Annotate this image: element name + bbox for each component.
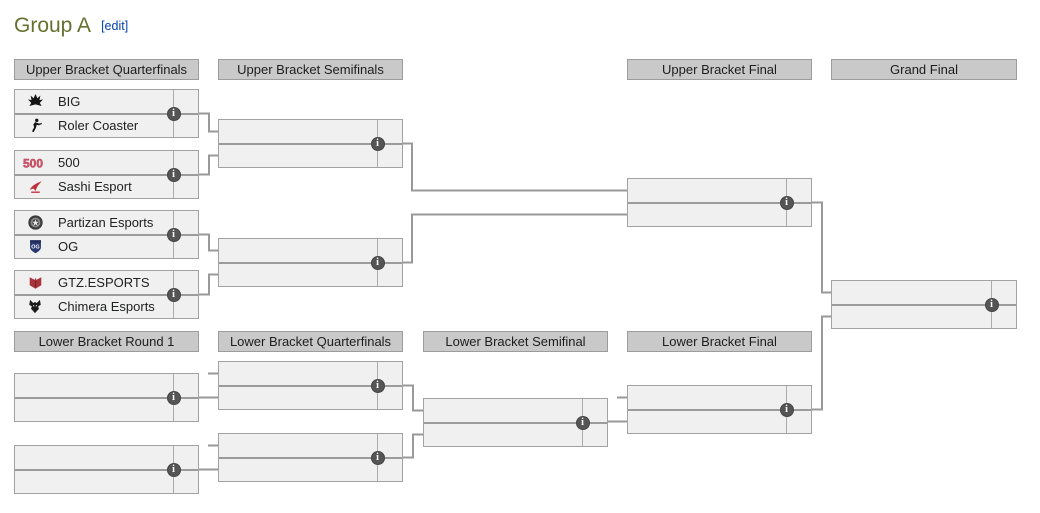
team-slot: 500 500: [15, 151, 175, 174]
team-name[interactable]: BIG: [58, 94, 81, 109]
match-ub-sf-2: [218, 238, 403, 287]
header-lower-bracket-semifinal: Lower Bracket Semifinal: [423, 331, 608, 352]
team-slot: Partizan Esports: [15, 211, 175, 234]
team-name[interactable]: Chimera Esports: [58, 299, 155, 314]
match-info-icon[interactable]: [166, 287, 181, 302]
match-divider: [15, 468, 198, 471]
match-ub-qf-4: GTZ.ESPORTS Chimera Esports: [14, 270, 199, 319]
match-divider: [628, 408, 811, 411]
match-info-icon[interactable]: [984, 297, 999, 312]
match-info-icon[interactable]: [166, 390, 181, 405]
match-info-icon[interactable]: [779, 402, 794, 417]
match-lb-semifinal: [423, 398, 608, 447]
match-info-icon[interactable]: [166, 227, 181, 242]
partizan-star-emblem-logo: [23, 214, 47, 232]
header-upper-bracket-semifinals: Upper Bracket Semifinals: [218, 59, 403, 80]
match-divider: [15, 112, 198, 115]
500-red-text-logo: 500: [23, 154, 47, 172]
match-ub-sf-1: [218, 119, 403, 168]
big-crown-logo: [23, 93, 47, 111]
match-divider: [15, 396, 198, 399]
match-divider: [15, 293, 198, 296]
svg-text:500: 500: [23, 156, 43, 170]
og-shield-logo: OG: [23, 238, 47, 256]
header-lower-bracket-quarterfinals: Lower Bracket Quarterfinals: [218, 331, 403, 352]
match-lb-r1-2: [14, 445, 199, 494]
match-lb-r1-1: [14, 373, 199, 422]
match-divider: [15, 173, 198, 176]
match-divider: [832, 303, 1016, 306]
team-name[interactable]: Sashi Esport: [58, 179, 132, 194]
header-grand-final: Grand Final: [831, 59, 1017, 80]
match-divider: [219, 456, 402, 459]
team-slot: OG OG: [15, 235, 175, 258]
match-info-icon[interactable]: [370, 136, 385, 151]
match-divider: [219, 261, 402, 264]
team-name[interactable]: 500: [58, 155, 80, 170]
match-ub-final: [627, 178, 812, 227]
match-lb-qf-2: [218, 433, 403, 482]
team-slot: Sashi Esport: [15, 175, 175, 198]
team-name[interactable]: Roler Coaster: [58, 118, 139, 133]
sashi-bird-logo: [23, 178, 47, 196]
match-ub-qf-2: 500 500 Sashi Esport: [14, 150, 199, 199]
match-divider: [219, 384, 402, 387]
match-info-icon[interactable]: [779, 195, 794, 210]
page-title: Group A [edit]: [14, 14, 128, 38]
team-name[interactable]: OG: [58, 239, 79, 254]
match-lb-final: [627, 385, 812, 434]
group-title-text: Group A: [14, 14, 92, 37]
gtz-red-emblem-logo: [23, 274, 47, 292]
header-lower-bracket-final: Lower Bracket Final: [627, 331, 812, 352]
match-info-icon[interactable]: [370, 450, 385, 465]
player-silhouette-logo: [23, 117, 47, 135]
match-ub-qf-1: BIG Roler Coaster: [14, 89, 199, 138]
match-info-icon[interactable]: [370, 378, 385, 393]
svg-text:OG: OG: [31, 245, 39, 251]
team-slot: GTZ.ESPORTS: [15, 271, 175, 294]
match-divider: [15, 233, 198, 236]
edit-link[interactable]: [edit]: [101, 19, 129, 33]
match-divider: [424, 421, 607, 424]
match-info-icon[interactable]: [370, 255, 385, 270]
team-slot: Roler Coaster: [15, 114, 175, 137]
team-slot: BIG: [15, 90, 175, 113]
match-info-icon[interactable]: [166, 106, 181, 121]
header-lower-bracket-round-1: Lower Bracket Round 1: [14, 331, 199, 352]
match-divider: [219, 142, 402, 145]
chimera-wolf-logo: [23, 298, 47, 316]
match-divider: [628, 201, 811, 204]
team-name[interactable]: GTZ.ESPORTS: [58, 275, 150, 290]
match-lb-qf-1: [218, 361, 403, 410]
team-slot: Chimera Esports: [15, 295, 175, 318]
match-grand-final: [831, 280, 1017, 329]
header-upper-bracket-quarterfinals: Upper Bracket Quarterfinals: [14, 59, 199, 80]
team-name[interactable]: Partizan Esports: [58, 215, 154, 230]
header-upper-bracket-final: Upper Bracket Final: [627, 59, 812, 80]
match-info-icon[interactable]: [166, 462, 181, 477]
match-info-icon[interactable]: [575, 415, 590, 430]
match-info-icon[interactable]: [166, 167, 181, 182]
match-ub-qf-3: Partizan Esports OG OG: [14, 210, 199, 259]
